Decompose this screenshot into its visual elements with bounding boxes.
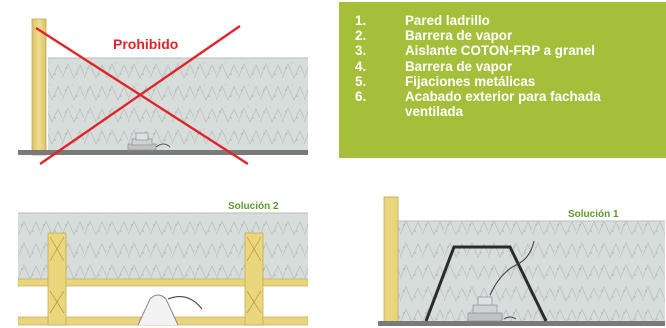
legend-label: Pared ladrillo	[405, 13, 490, 28]
legend-num: 6.	[355, 89, 367, 105]
legend-item-2: 2. Barrera de vapor	[355, 28, 656, 43]
legend-box: 1. Pared ladrillo 2. Barrera de vapor 3. Ai…	[339, 2, 666, 158]
legend-label: Aislante COTON-FRP a granel	[405, 43, 595, 59]
legend-num: 2.	[355, 28, 367, 44]
legend-num: 3.	[355, 43, 367, 59]
legend-item-1: 1. Pared ladrillo	[355, 13, 656, 28]
legend-item-4: 4. Barrera de vapor	[355, 59, 656, 74]
prohibited-diagram: Prohibido	[18, 16, 308, 166]
insulation	[48, 58, 308, 153]
legend-item-6: 6. Acabado exterior para fachada ventilad…	[355, 89, 656, 119]
legend-num: 5.	[355, 73, 367, 89]
solution2-label: Solución 2	[228, 201, 279, 212]
legend-list: 1. Pared ladrillo 2. Barrera de vapor 3. Ai…	[339, 2, 666, 119]
prohibited-label: Prohibido	[113, 36, 178, 52]
legend-label: Barrera de vapor	[405, 28, 513, 44]
metal-fixing	[137, 294, 203, 326]
legend-label: Acabado exterior para fachada ventilada	[405, 89, 601, 120]
vapor-barrier	[424, 245, 548, 322]
base-slab	[18, 150, 308, 155]
solution1-label: Solución 1	[568, 209, 619, 220]
wood-post	[383, 196, 399, 324]
solution1-diagram: Solución 1	[378, 195, 665, 328]
legend-num: 4.	[355, 58, 367, 74]
wood-stud-left	[47, 232, 67, 326]
wood-batten	[18, 278, 308, 287]
solution2-diagram: Solución 2	[18, 195, 308, 328]
legend-label: Barrera de vapor	[405, 58, 513, 74]
solution2-drawing: Solución 2	[18, 201, 308, 326]
wood-stud-right	[244, 232, 264, 326]
metal-fixing	[467, 240, 535, 322]
legend-label: Fijaciones metálicas	[405, 73, 536, 89]
metal-fixing	[127, 132, 171, 151]
base-slab	[378, 321, 665, 326]
insulation	[398, 221, 665, 321]
legend-item-5: 5. Fijaciones metálicas	[355, 74, 656, 89]
solution1-drawing: Solución 1	[378, 196, 665, 326]
prohibited-cross	[35, 25, 249, 166]
wood-post	[31, 18, 47, 156]
legend-item-3: 3. Aislante COTON-FRP a granel	[355, 43, 656, 58]
prohibited-drawing: Prohibido	[18, 18, 308, 166]
legend-num: 1.	[355, 13, 367, 28]
